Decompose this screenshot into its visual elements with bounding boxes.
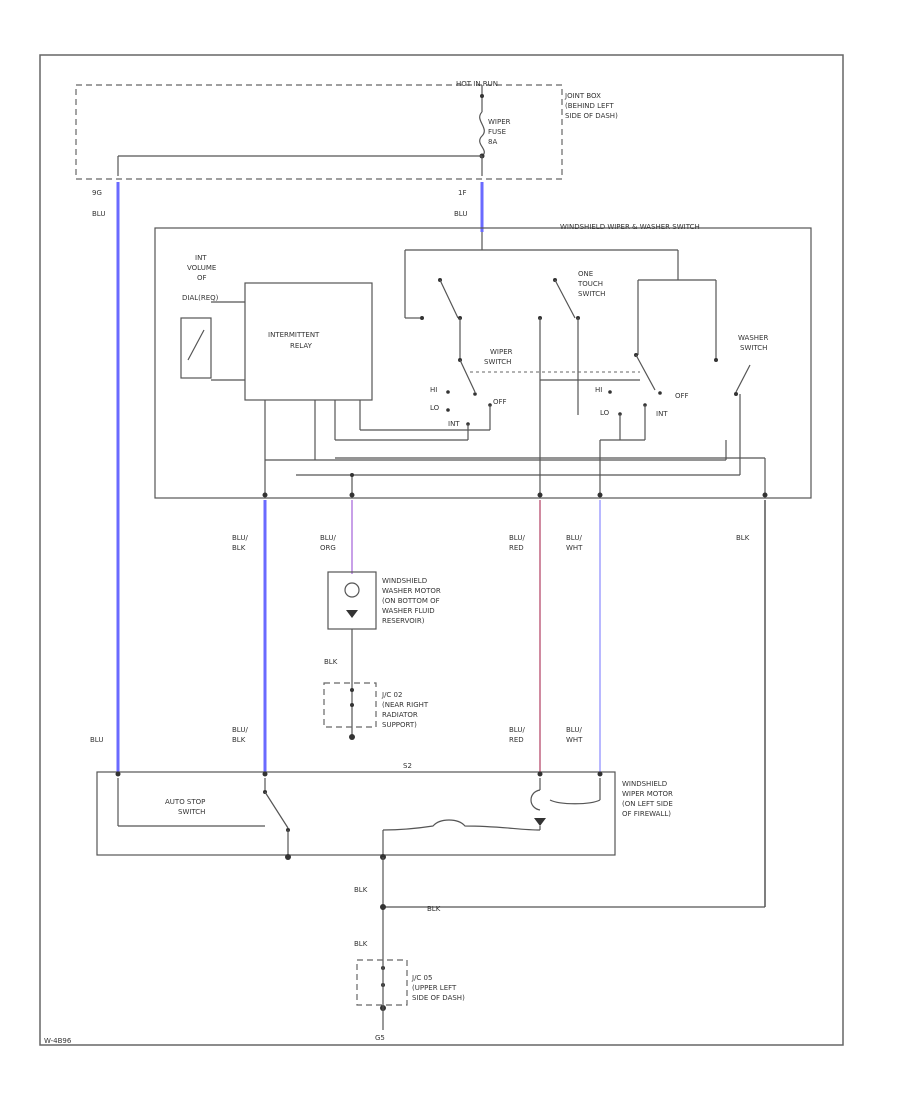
wire-blu-red-label-2: RED xyxy=(509,544,524,552)
wiper-motor-label-2: WIPER MOTOR xyxy=(622,790,673,798)
variable-resistor-label-4: DIAL(REQ) xyxy=(182,294,219,302)
wiper-motor-label-4: OF FIREWALL) xyxy=(622,810,671,818)
wire-blu-blk-label-1: BLU/ xyxy=(232,534,248,542)
jc02-label-3: RADIATOR xyxy=(382,711,418,719)
auto-stop-switch-label-2: SWITCH xyxy=(178,808,205,816)
intermittent-relay-label-2: RELAY xyxy=(290,342,313,350)
washer-switch-label-1: WASHER xyxy=(738,334,768,342)
washer-motor-label-1: WINDSHIELD xyxy=(382,577,427,585)
washer-switch-label-2: SWITCH xyxy=(740,344,767,352)
wiper-switch-label-2: SWITCH xyxy=(484,358,511,366)
jc02-label-4: SUPPORT) xyxy=(382,721,417,729)
wire-blk-2-label: BLK xyxy=(354,886,368,894)
wire-blu-red-2-label-1: BLU/ xyxy=(509,726,525,734)
washer-pos-hi: HI xyxy=(595,386,602,394)
wiper-motor-box: WINDSHIELD WIPER MOTOR (ON LEFT SIDE OF … xyxy=(96,771,673,860)
washer-motor-label-3: (ON BOTTOM OF xyxy=(382,597,440,605)
variable-resistor-label-1: INT xyxy=(195,254,207,262)
intermittent-relay-label-1: INTERMITTENT xyxy=(268,331,320,339)
hot-in-run-label: HOT IN RUN xyxy=(456,80,498,88)
wire-blu-red-label-1: BLU/ xyxy=(509,534,525,542)
diagram-id: W-4B96 xyxy=(44,1037,72,1045)
jc02-label-1: J/C 02 xyxy=(381,691,402,699)
variable-resistor-label-3: OF xyxy=(197,274,207,282)
junction-box-label-line1: JOINT BOX xyxy=(564,92,601,100)
wire-blu-org-label-2: ORG xyxy=(320,544,336,552)
washer-motor: WINDSHIELD WASHER MOTOR (ON BOTTOM OF WA… xyxy=(327,571,441,630)
wire-blu-wht-label-2: WHT xyxy=(566,544,583,552)
diagram-border xyxy=(39,54,844,1046)
wiper-pos-hi: HI xyxy=(430,386,437,394)
wiper-pos-off: OFF xyxy=(493,398,507,406)
washer-pos-off: OFF xyxy=(675,392,689,400)
jc05-label-3: SIDE OF DASH) xyxy=(412,994,465,1002)
wire-blu-wht-2-label-1: BLU/ xyxy=(566,726,582,734)
junction-connector-jc05: J/C 05 (UPPER LEFT SIDE OF DASH) xyxy=(356,959,465,1011)
wire-blk-right-label: BLK xyxy=(736,534,750,542)
wire-blu-wht-2-label-2: WHT xyxy=(566,736,583,744)
switch-title: WINDSHIELD WIPER & WASHER SWITCH xyxy=(560,223,700,231)
wiper-fuse-label-line1: WIPER xyxy=(488,118,511,126)
intermittent-relay xyxy=(244,282,373,401)
jc05-label-1: J/C 05 xyxy=(411,974,432,982)
ground-label: G5 xyxy=(375,1034,385,1042)
wire-blu-blk-label-2: BLK xyxy=(232,544,246,552)
one-touch-switch-label-2: TOUCH xyxy=(577,280,603,288)
junction-connector-jc02: J/C 02 (NEAR RIGHT RADIATOR SUPPORT) xyxy=(323,682,429,740)
pin-1f-label: 1F xyxy=(458,189,466,197)
wire-blk-1-label: BLK xyxy=(324,658,338,666)
wire-blu-org-label-1: BLU/ xyxy=(320,534,336,542)
junction-box-label-line2: (BEHIND LEFT xyxy=(565,102,614,110)
connector-s2-label: S2 xyxy=(403,762,412,770)
washer-motor-label-2: WASHER MOTOR xyxy=(382,587,441,595)
jc02-label-2: (NEAR RIGHT xyxy=(382,701,429,709)
wiper-washer-switch-box: WINDSHIELD WIPER & WASHER SWITCH INT VOL… xyxy=(154,223,812,499)
wiper-pos-int: INT xyxy=(448,420,460,428)
one-touch-switch-label-3: SWITCH xyxy=(578,290,605,298)
wiper-motor-label-1: WINDSHIELD xyxy=(622,780,667,788)
wire-blu-blk-2-label-2: BLK xyxy=(232,736,246,744)
wire-blu-bottom-label: BLU xyxy=(90,736,103,744)
wire-blu-blk-2-label-1: BLU/ xyxy=(232,726,248,734)
wire-blu-left-label: BLU xyxy=(92,210,105,218)
pin-9g-label: 9G xyxy=(92,189,102,197)
washer-motor-label-5: RESERVOIR) xyxy=(382,617,425,625)
auto-stop-switch-label-1: AUTO STOP xyxy=(165,798,205,806)
junction-box-label-line3: SIDE OF DASH) xyxy=(565,112,618,120)
one-touch-switch-label-1: ONE xyxy=(578,270,593,278)
wire-blu-top-label: BLU xyxy=(454,210,467,218)
washer-motor-label-4: WASHER FLUID xyxy=(382,607,435,615)
wire-blu-red-2-label-2: RED xyxy=(509,736,524,744)
variable-resistor xyxy=(180,317,212,379)
wiper-fuse-symbol xyxy=(479,111,485,157)
washer-pos-int: INT xyxy=(656,410,668,418)
wiper-fuse-label-line2: FUSE xyxy=(488,128,506,136)
wire-blk-3-label: BLK xyxy=(427,905,441,913)
wiper-fuse-label-line3: 8A xyxy=(488,138,497,146)
wiper-switch-label-1: WIPER xyxy=(490,348,513,356)
junction-box: HOT IN RUN JOINT BOX (BEHIND LEFT SIDE O… xyxy=(75,80,618,180)
washer-pos-lo: LO xyxy=(600,409,610,417)
wiper-motor-label-3: (ON LEFT SIDE xyxy=(622,800,673,808)
jc05-label-2: (UPPER LEFT xyxy=(412,984,457,992)
wire-blk-4-label: BLK xyxy=(354,940,368,948)
variable-resistor-label-2: VOLUME xyxy=(187,264,216,272)
wire-blu-wht-label-1: BLU/ xyxy=(566,534,582,542)
wiper-pos-lo: LO xyxy=(430,404,440,412)
